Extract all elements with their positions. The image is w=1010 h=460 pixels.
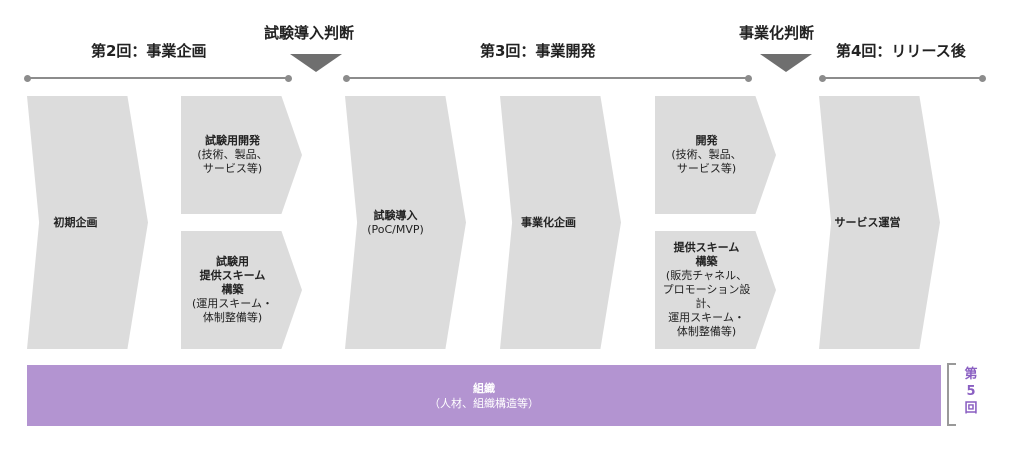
- box-biz-plan: 事業化企画: [500, 96, 621, 349]
- timeline-dot: [745, 75, 752, 82]
- box-scheme-detail-4: 体制整備等): [676, 325, 737, 338]
- gate-title-trial-decision: 試験導入判断: [264, 24, 355, 42]
- box-scheme-detail-3: 運用スキーム・: [668, 311, 745, 324]
- org-detail: （人材、組織構造等）: [429, 396, 539, 410]
- box-service-ops-title: サービス運営: [834, 215, 901, 229]
- box-trial-intro-detail: (PoC/MVP): [367, 222, 424, 236]
- timeline-dot: [979, 75, 986, 82]
- timeline-segment-phase3: [346, 77, 748, 79]
- org-bracket-top-cap: [947, 363, 956, 365]
- box-dev-title: 開発: [695, 134, 718, 147]
- phase-title-3: 第3回：事業開発: [480, 42, 596, 60]
- org-bracket: [947, 363, 949, 426]
- box-trial-intro-title: 試験導入: [373, 208, 418, 222]
- box-scheme-detail-1: (販売チャネル、: [665, 269, 748, 282]
- box-trial-scheme: 試験用 提供スキーム 構築 (運用スキーム・ 体制整備等): [181, 231, 302, 349]
- box-scheme-title-2: 構築: [695, 255, 718, 268]
- timeline-dot: [285, 75, 292, 82]
- vertical-label-char-1: 第: [964, 367, 978, 382]
- box-dev-detail-2: サービス等): [676, 162, 737, 175]
- box-trial-dev-detail-2: サービス等): [202, 162, 263, 175]
- box-trial-scheme-detail-1: (運用スキーム・: [192, 297, 273, 310]
- phase-title-2: 第2回：事業企画: [91, 42, 207, 60]
- timeline-dot: [819, 75, 826, 82]
- box-dev-detail-1: (技術、製品、: [671, 148, 742, 161]
- org-bracket-bottom-cap: [947, 424, 956, 426]
- box-trial-dev-detail-1: (技術、製品、: [197, 148, 268, 161]
- timeline-segment-phase2: [28, 77, 288, 79]
- timeline-dot: [343, 75, 350, 82]
- box-trial-scheme-title-2: 提供スキーム: [199, 269, 266, 282]
- box-service-ops: サービス運営: [819, 96, 940, 349]
- gate-marker-trial-decision: [290, 54, 342, 72]
- box-biz-plan-title: 事業化企画: [521, 215, 576, 229]
- box-scheme-detail-2: プロモーション設計、: [662, 283, 751, 310]
- timeline-segment-phase4: [822, 77, 982, 79]
- box-initial-plan: 初期企画: [27, 96, 148, 349]
- org-bar: 組織 （人材、組織構造等）: [27, 365, 941, 426]
- phase-title-4: 第4回：リリース後: [836, 42, 966, 60]
- timeline-dot: [24, 75, 31, 82]
- vertical-label-char-3: 回: [964, 401, 978, 416]
- box-scheme-title-1: 提供スキーム: [673, 241, 740, 254]
- box-trial-intro: 試験導入 (PoC/MVP): [345, 96, 466, 349]
- vertical-label-char-2: 5: [966, 384, 976, 399]
- vertical-label-phase5: 第 5 回: [961, 366, 981, 417]
- box-trial-scheme-title-1: 試験用: [216, 255, 249, 268]
- gate-title-business-decision: 事業化判断: [739, 24, 815, 42]
- gate-marker-business-decision: [760, 54, 812, 72]
- box-trial-dev-title: 試験用開発: [204, 134, 260, 147]
- box-trial-dev: 試験用開発 (技術、製品、 サービス等): [181, 96, 302, 214]
- org-title: 組織: [473, 381, 495, 395]
- box-initial-plan-title: 初期企画: [53, 215, 98, 229]
- box-dev: 開発 (技術、製品、 サービス等): [655, 96, 776, 214]
- box-scheme: 提供スキーム 構築 (販売チャネル、 プロモーション設計、 運用スキーム・ 体制…: [655, 231, 776, 349]
- box-trial-scheme-title-3: 構築: [221, 283, 244, 296]
- box-trial-scheme-detail-2: 体制整備等): [202, 311, 263, 324]
